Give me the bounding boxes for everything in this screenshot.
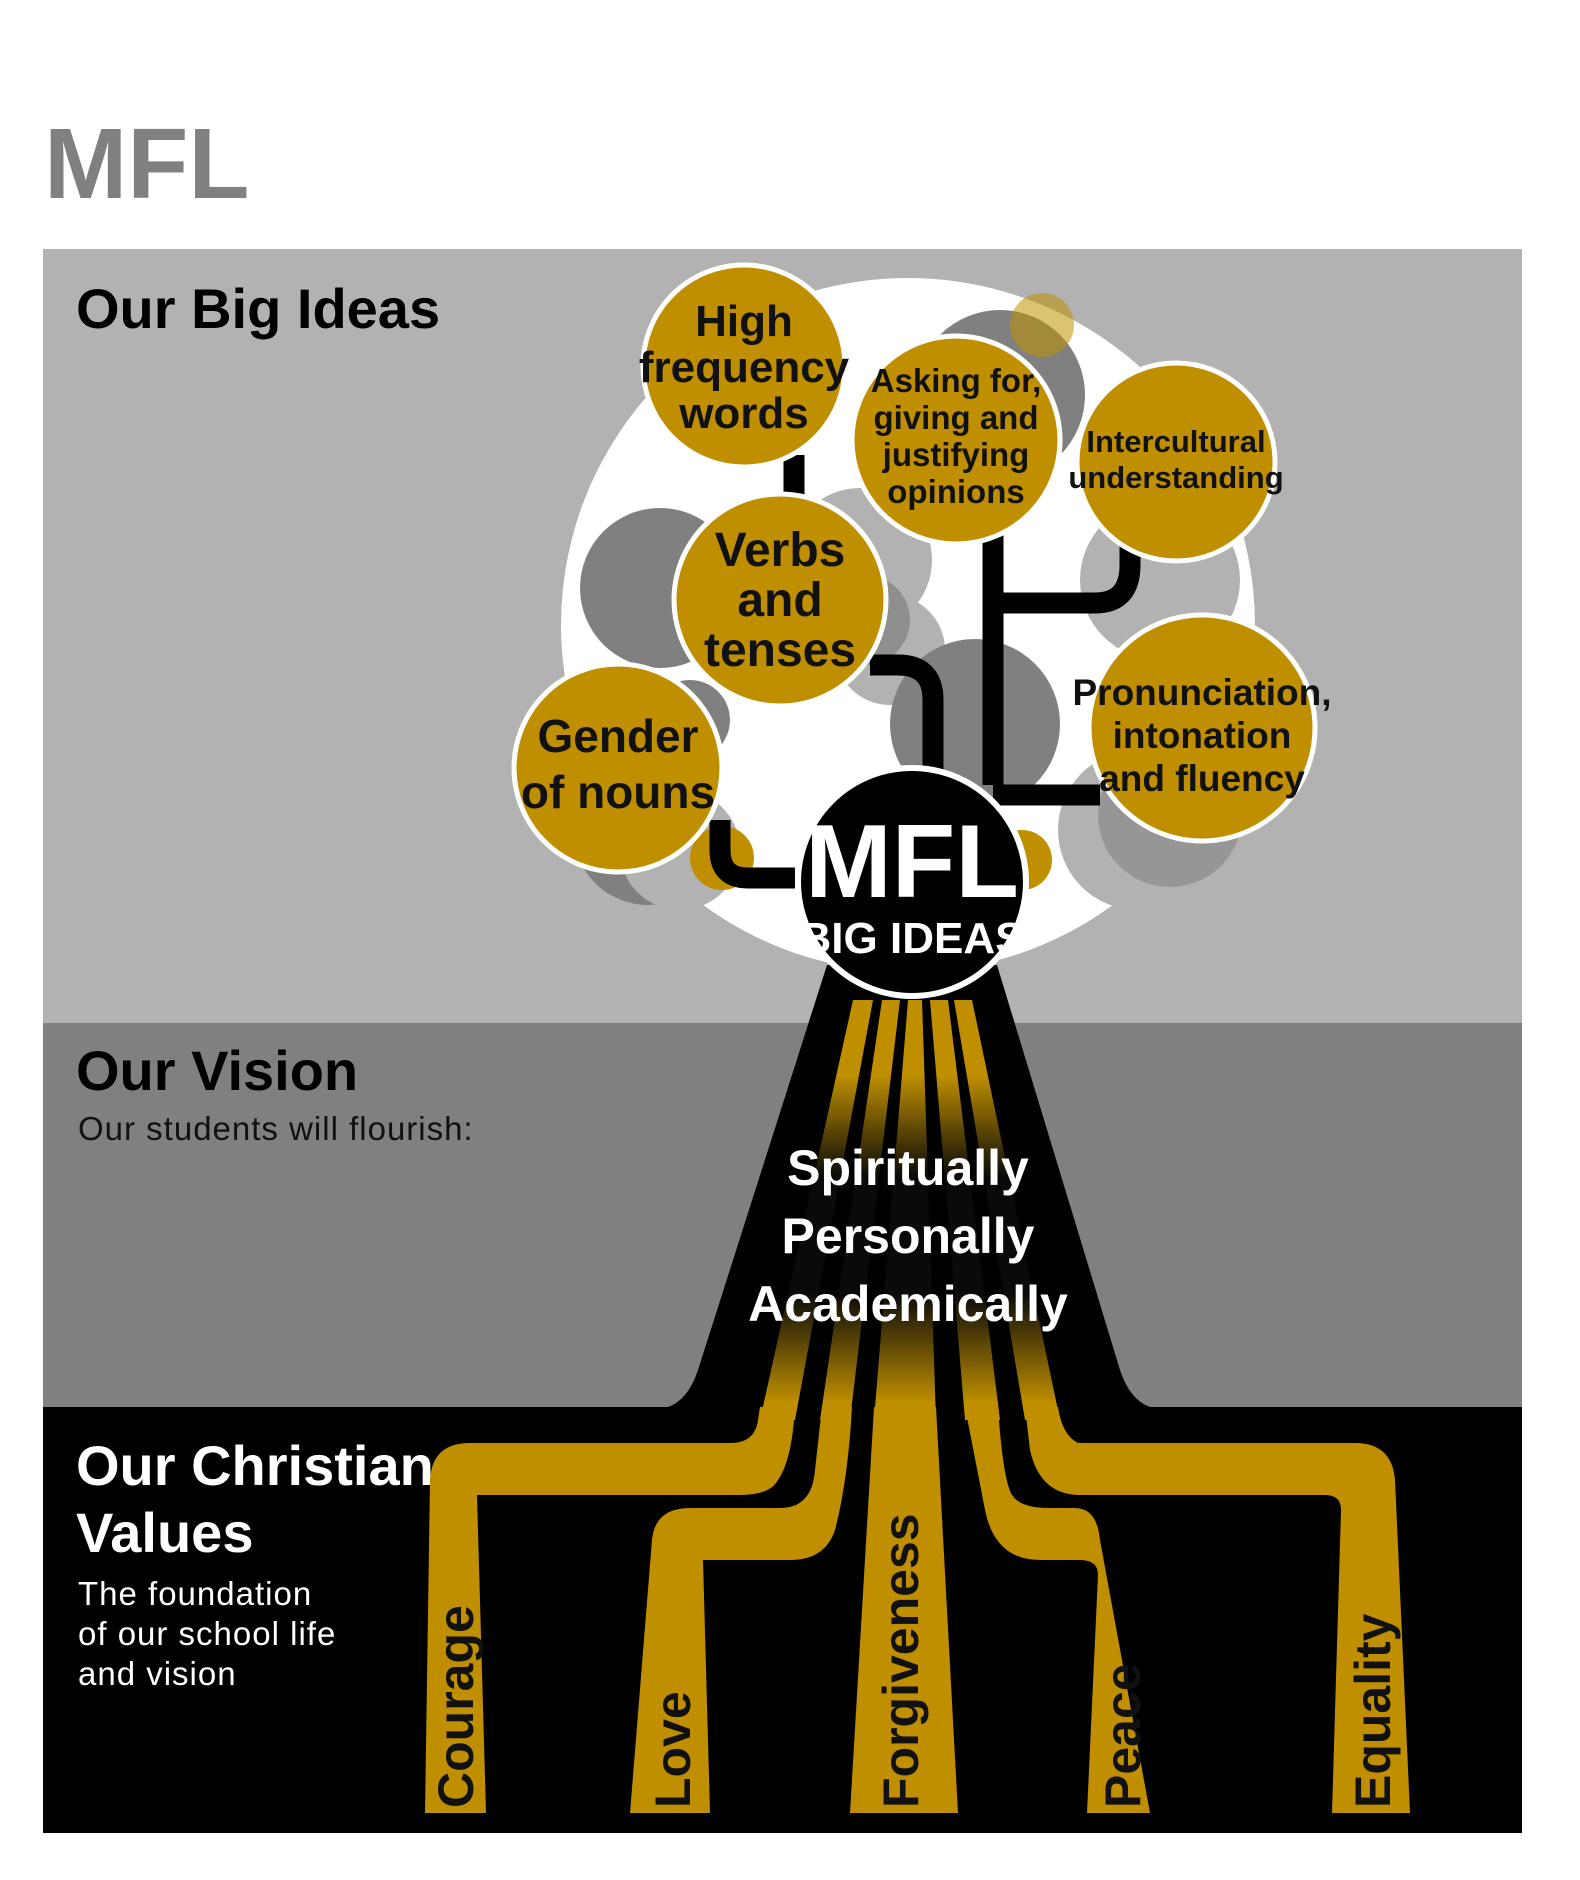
core-mfl-big-ideas: MFL BIG IDEAS (795, 765, 1029, 999)
value-forgiveness: Forgiveness (873, 1513, 929, 1808)
idea-pronunciation-intonation-fluency: Pronunciation, intonation and fluency (1073, 612, 1332, 844)
roots (425, 1407, 1410, 1813)
vision-heading: Our Vision (76, 1039, 358, 1102)
idea-line: understanding (1068, 460, 1283, 495)
idea-verbs-and-tenses: Verbs and tenses (671, 491, 889, 709)
root-forgiveness (850, 1407, 958, 1813)
idea-line: opinions (887, 473, 1024, 510)
idea-line: words (678, 389, 809, 438)
values-subtitle-line-2: of our school life (78, 1615, 336, 1652)
idea-line: Gender (537, 710, 698, 762)
idea-line: Verbs (715, 524, 846, 577)
idea-line: Pronunciation, (1073, 672, 1332, 713)
big-ideas-heading: Our Big Ideas (76, 277, 440, 340)
idea-line: and (737, 574, 822, 627)
trunk-strands (760, 1000, 1060, 1420)
branch-verbs (870, 654, 944, 810)
root-peace (965, 1407, 1150, 1813)
branches (709, 455, 1141, 889)
page-title: MFL (44, 108, 249, 220)
idea-line: tenses (704, 624, 856, 677)
value-love: Love (645, 1691, 701, 1808)
values-heading-line-2: Values (76, 1501, 253, 1564)
value-peace: Peace (1095, 1663, 1151, 1808)
idea-line: Intercultural (1086, 424, 1265, 459)
branch-intercultural (993, 540, 1141, 614)
idea-line: and fluency (1099, 758, 1305, 799)
values-heading-line-1: Our Christian (76, 1434, 434, 1497)
strand-forgiveness (874, 1000, 936, 1420)
strand-peace (930, 1000, 1000, 1420)
idea-line: Asking for, (871, 362, 1042, 399)
root-courage (425, 1407, 795, 1813)
idea-high-frequency-words: High frequency words (639, 262, 850, 470)
core-subtitle: BIG IDEAS (800, 914, 1025, 963)
idea-line: intonation (1113, 715, 1292, 756)
vision-line-spiritually: Spiritually (787, 1140, 1029, 1196)
vision-line-personally: Personally (782, 1208, 1035, 1264)
value-labels: Courage Love Forgiveness Peace Equality (428, 1513, 1401, 1808)
core-circle (795, 765, 1029, 999)
idea-line: frequency (639, 343, 850, 392)
vision-line-academically: Academically (748, 1276, 1068, 1332)
values-subtitle-line-3: and vision (78, 1655, 237, 1692)
branch-gender (709, 820, 795, 889)
idea-line: giving and (874, 399, 1039, 436)
idea-gender-of-nouns: Gender of nouns (511, 661, 725, 875)
strand-love (820, 1000, 900, 1420)
strand-courage (760, 1000, 873, 1420)
root-equality (1025, 1407, 1410, 1813)
values-subtitle-line-1: The foundation (78, 1575, 312, 1612)
value-equality: Equality (1345, 1613, 1401, 1808)
big-idea-circles: High frequency words Asking for, giving … (511, 262, 1332, 875)
strand-equality (954, 1000, 1060, 1420)
root-love (630, 1407, 852, 1813)
idea-line: High (695, 297, 793, 346)
vision-subtitle: Our students will flourish: (78, 1110, 474, 1147)
idea-line: justifying (882, 436, 1030, 473)
idea-intercultural-understanding: Intercultural understanding (1068, 360, 1284, 564)
value-courage: Courage (428, 1605, 484, 1808)
idea-line: of nouns (521, 766, 715, 818)
idea-asking-giving-justifying-opinions: Asking for, giving and justifying opinio… (849, 333, 1063, 547)
decor-translucent-gold-circle (1010, 293, 1074, 357)
core-title: MFL (805, 804, 1019, 920)
